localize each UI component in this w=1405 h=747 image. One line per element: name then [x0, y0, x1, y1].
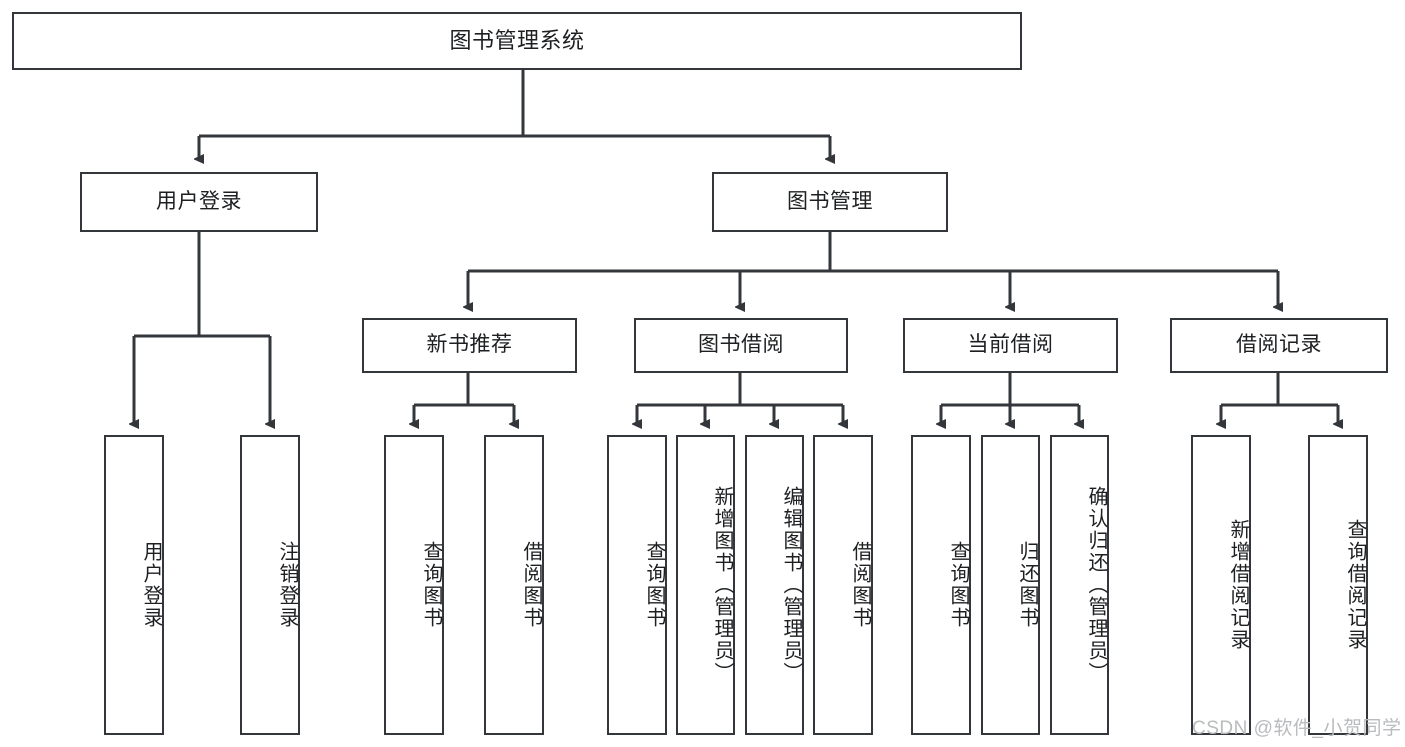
node-label: 图书管理 [787, 189, 873, 213]
leaf-new-book-query-book[interactable]: 查询图书 [384, 435, 444, 735]
leaf-book-borrow-add-book-admin[interactable]: 新增图书（管理员） [676, 435, 735, 735]
node-label: 图书借阅 [698, 333, 784, 357]
node-book-management[interactable]: 图书管理 [712, 172, 948, 232]
node-label: 图书管理系统 [449, 28, 585, 54]
leaf-borrow-record-add-record[interactable]: 新增借阅记录 [1191, 435, 1251, 735]
node-label: 查询图书 [420, 541, 442, 629]
node-new-book-recommend[interactable]: 新书推荐 [362, 318, 577, 373]
leaf-book-borrow-query-book[interactable]: 查询图书 [607, 435, 667, 735]
node-root-book-management-system[interactable]: 图书管理系统 [12, 12, 1022, 70]
leaf-current-borrow-return-book[interactable]: 归还图书 [981, 435, 1040, 735]
node-user-login[interactable]: 用户登录 [80, 172, 318, 232]
node-label: 查询图书 [643, 541, 665, 629]
node-label: 归还图书 [1016, 541, 1038, 629]
node-borrow-record[interactable]: 借阅记录 [1170, 318, 1388, 373]
leaf-user-login-logout[interactable]: 注销登录 [240, 435, 300, 735]
node-label: 编辑图书（管理员） [780, 486, 802, 684]
node-label: 当前借阅 [967, 333, 1054, 357]
node-label: 借阅记录 [1236, 333, 1322, 357]
leaf-book-borrow-edit-book-admin[interactable]: 编辑图书（管理员） [745, 435, 804, 735]
leaf-current-borrow-query-book[interactable]: 查询图书 [911, 435, 971, 735]
node-label: 借阅图书 [849, 541, 871, 629]
node-label: 确认归还（管理员） [1085, 486, 1107, 684]
node-label: 新增借阅记录 [1227, 519, 1249, 651]
node-book-borrow[interactable]: 图书借阅 [634, 318, 848, 373]
leaf-borrow-record-query-record[interactable]: 查询借阅记录 [1308, 435, 1368, 735]
node-current-borrow[interactable]: 当前借阅 [903, 318, 1118, 373]
node-label: 借阅图书 [520, 541, 542, 629]
node-label: 新增图书（管理员） [711, 486, 733, 684]
leaf-book-borrow-borrow-book[interactable]: 借阅图书 [813, 435, 873, 735]
node-label: 用户登录 [156, 189, 242, 213]
node-label: 注销登录 [276, 541, 298, 629]
leaf-user-login-login[interactable]: 用户登录 [104, 435, 164, 735]
watermark-text: CSDN @软件_小贺同学 [1192, 718, 1402, 739]
node-label: 查询借阅记录 [1344, 519, 1366, 651]
leaf-current-borrow-confirm-return-admin[interactable]: 确认归还（管理员） [1050, 435, 1109, 735]
node-label: 新书推荐 [426, 333, 513, 357]
node-label: 用户登录 [140, 541, 162, 629]
node-label: 查询图书 [947, 541, 969, 629]
csdn-watermark: CSDN @软件_小贺同学 [1192, 713, 1401, 740]
leaf-new-book-borrow-book[interactable]: 借阅图书 [484, 435, 544, 735]
